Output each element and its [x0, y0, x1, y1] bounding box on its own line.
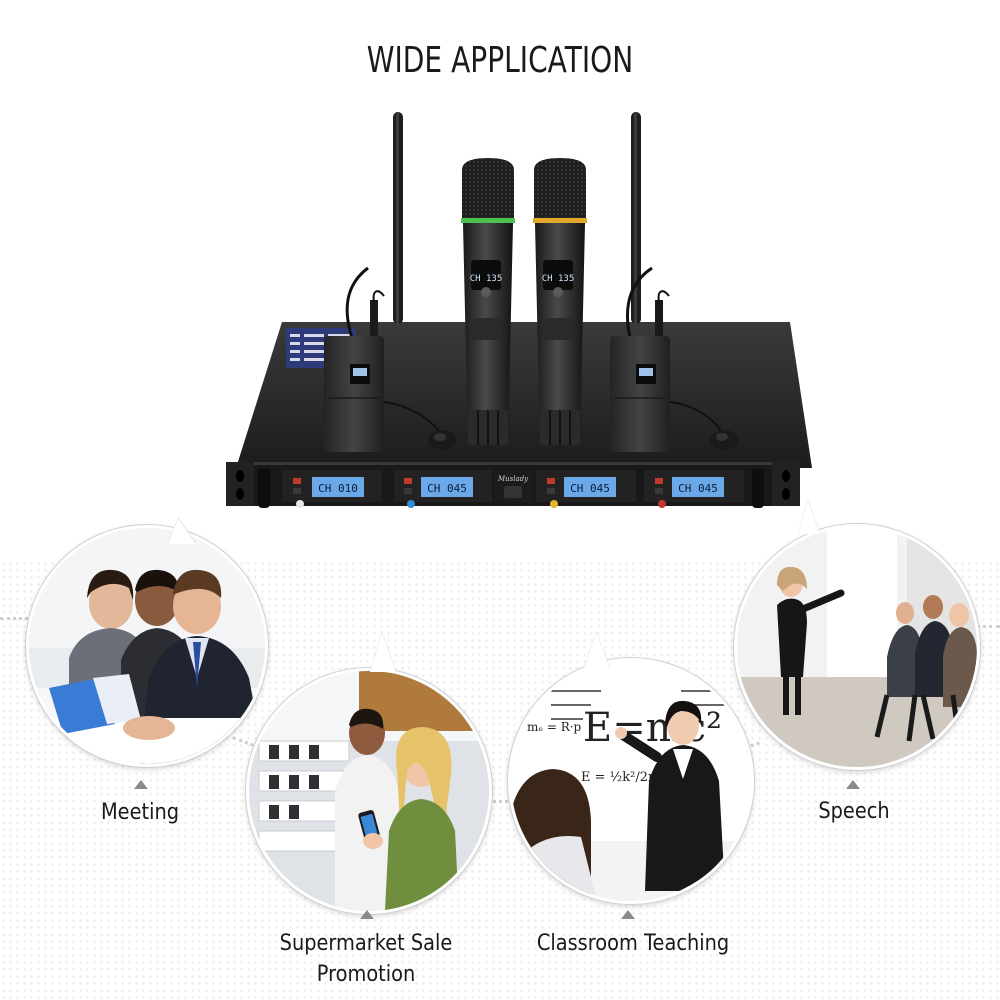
page-title: WIDE APPLICATION	[366, 40, 634, 81]
channel-module-3: CH 045	[536, 470, 636, 508]
board-formula-main: E=mc²	[583, 705, 722, 751]
caption-marker-icon	[134, 780, 148, 789]
supermarket-label-line1: Supermarket Sale	[279, 931, 453, 956]
brand-name: Muslady	[497, 475, 529, 483]
speech-bubble-tail	[168, 518, 196, 544]
handheld-mic-right: CH 135	[533, 158, 587, 445]
board-formula-a: mₑ = R·p	[527, 720, 582, 734]
supermarket-label: Supermarket Sale Promotion	[260, 928, 471, 990]
channel-4-display: CH 045	[678, 482, 718, 495]
meeting-photo	[26, 525, 268, 767]
speech-bubble-tail	[370, 632, 396, 672]
connector-line	[970, 625, 1000, 628]
wireless-microphone-system: CH 135 CH 135	[226, 112, 812, 508]
supermarket-photo	[246, 668, 492, 914]
channel-2-display: CH 045	[427, 482, 467, 495]
channel-module-1: CH 010	[282, 470, 382, 508]
channel-module-2: CH 045	[394, 470, 492, 508]
connector-line	[0, 617, 28, 620]
mic-left-display: CH 135	[470, 274, 503, 284]
bodypack-transmitter-left	[324, 266, 456, 452]
caption-marker-icon	[846, 780, 860, 789]
speech-bubble-tail	[798, 500, 820, 534]
channel-module-4: CH 045	[644, 470, 744, 508]
bodypack-transmitter-right	[610, 266, 738, 452]
meeting-label: Meeting	[100, 800, 180, 825]
connector-line	[488, 800, 520, 803]
speech-label: Speech	[818, 799, 890, 824]
channel-3-display: CH 045	[570, 482, 610, 495]
channel-1-display: CH 010	[318, 482, 358, 495]
brand-badge: Muslady	[494, 470, 532, 502]
board-formula-b: E = ½k²/2m	[581, 770, 660, 785]
speech-photo	[734, 524, 980, 770]
classroom-label: Classroom Teaching	[536, 931, 730, 956]
caption-marker-icon	[621, 910, 635, 919]
supermarket-label-line2: Promotion	[316, 962, 416, 987]
handheld-mic-left: CH 135	[461, 158, 515, 445]
mic-right-display: CH 135	[542, 274, 575, 284]
speech-bubble-tail	[584, 632, 610, 668]
caption-marker-icon	[360, 910, 374, 919]
classroom-photo: E=mc² mₑ = R·p E = ½k²/2m	[508, 658, 754, 904]
